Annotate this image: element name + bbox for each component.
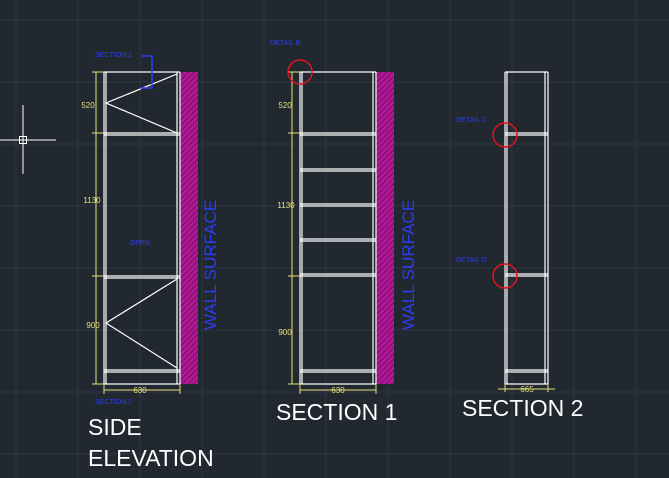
section-label-bottom: SECTION 2 [95, 399, 132, 406]
wall-surface-label: WALL SURFACE [399, 200, 418, 330]
dimension-lines [498, 384, 555, 392]
section-2-view[interactable]: 665 DETAIL C DETAIL D SECTION 2 [456, 71, 583, 421]
wall-hatch [180, 72, 198, 384]
detail-callout-circle [287, 59, 313, 85]
section-1-title: SECTION 1 [276, 399, 397, 425]
section-2-title: SECTION 2 [462, 395, 583, 421]
cabinet-outline [299, 71, 377, 385]
open-label: OPEN [130, 240, 150, 247]
dimension-lines [288, 71, 377, 394]
dimension-lines [92, 71, 181, 394]
cabinet-outline [103, 71, 181, 385]
detail-label-upper: DETAIL C [456, 117, 487, 124]
dim-label-900: 900 [86, 321, 100, 330]
dim-label-665: 665 [520, 385, 534, 394]
side-elevation-view[interactable]: 520 1130 900 630 SECTION 1 OPEN SECTION … [81, 52, 220, 471]
dim-label-520: 520 [81, 101, 95, 110]
section-1-view[interactable]: 520 1130 900 630 DETAIL B WALL SURFACE S… [270, 40, 418, 425]
dim-label-1130: 1130 [83, 196, 101, 205]
crosshair-cursor-icon [0, 105, 56, 174]
dim-label-630: 630 [331, 386, 345, 395]
section-label-top: SECTION 1 [95, 52, 132, 59]
detail-callout-circle-lower [492, 263, 518, 289]
dim-label-520: 520 [278, 101, 292, 110]
wall-surface-label: WALL SURFACE [201, 200, 220, 330]
dim-label-900: 900 [278, 328, 292, 337]
side-elevation-title-line1: SIDE [88, 414, 142, 440]
dim-label-1130: 1130 [277, 201, 295, 210]
dim-label-630: 630 [133, 386, 147, 395]
section-marker-top [140, 55, 153, 89]
detail-label: DETAIL B [270, 40, 301, 47]
cabinet-outline [504, 71, 549, 385]
detail-label-lower: DETAIL D [456, 257, 487, 264]
side-elevation-title-line2: ELEVATION [88, 445, 214, 471]
wall-hatch [376, 72, 394, 384]
detail-callout-circle-upper [492, 122, 518, 148]
